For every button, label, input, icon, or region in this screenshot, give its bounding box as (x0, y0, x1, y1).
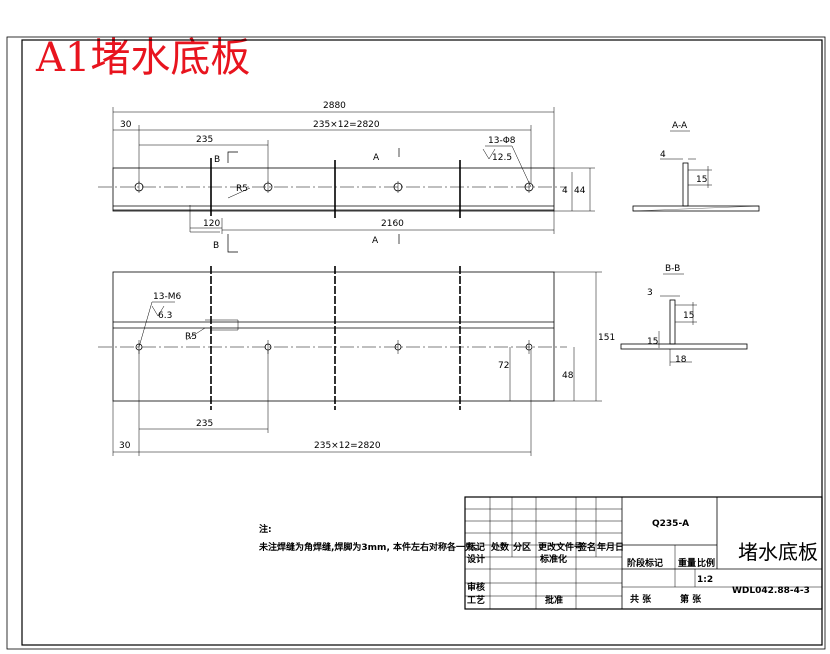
tb-rev-mark: 标记 (466, 541, 485, 553)
bottom-hole-callout: 13-M6 (153, 292, 181, 302)
dim-height-small: 4 (562, 186, 568, 196)
section-aa-thickness: 4 (660, 150, 666, 160)
tb-material: Q235-A (652, 519, 689, 529)
tb-standardize: 标准化 (539, 553, 567, 565)
inner-frame (21, 39, 823, 646)
sheet-label: A1堵水底板 (36, 35, 251, 81)
tb-design: 设计 (467, 553, 485, 565)
top-plate-outline (112, 167, 555, 212)
tb-rev-count: 处数 (490, 541, 510, 553)
outer-frame (6, 36, 826, 650)
bottom-hole-roughness: 6.3 (158, 311, 172, 321)
section-aa-leg: 15 (696, 175, 707, 185)
section-bb: B-B 3 15 15 18 (620, 264, 748, 366)
tb-sheet-no: 第 张 (680, 593, 702, 605)
dim-height-total: 44 (574, 186, 586, 196)
tb-stage-mark: 阶段标记 (627, 557, 663, 569)
section-aa-title: A-A (672, 121, 688, 131)
section-bb-leg: 15 (683, 311, 694, 321)
dim-slot-width: 120 (203, 219, 220, 229)
dim-hole-chain: 235×12=2820 (313, 120, 380, 130)
tb-rev-zone: 分区 (513, 541, 531, 553)
notes-heading: 注: (259, 523, 272, 535)
tb-part-name: 堵水底板 (738, 540, 818, 564)
tb-sheets-total: 共 张 (630, 593, 652, 605)
dim-edge-offset: 30 (120, 120, 132, 130)
title-block: 标记 处数 分区 更改文件号 签名 年月日 设计 标准化 审核 工艺 批准 Q2… (464, 496, 823, 610)
dim-inner-length: 2160 (381, 219, 404, 229)
section-aa: A-A 4 15 (632, 121, 760, 212)
tb-rev-date: 年月日 (597, 541, 624, 553)
dim-first-spacing: 235 (196, 135, 213, 145)
bottom-dim-total-width: 151 (598, 333, 615, 343)
bottom-bend-radius: R5 (185, 332, 197, 342)
section-bb-base-width: 18 (675, 355, 687, 365)
tb-check: 审核 (467, 581, 485, 593)
tb-process: 工艺 (467, 594, 485, 606)
tb-scale-label: 比例 (697, 557, 715, 569)
bottom-dim-half-height: 48 (562, 371, 574, 381)
bottom-dim-first-spacing: 235 (196, 419, 213, 429)
top-view: 2880 30 235×12=2820 235 13-Φ8 12.5 B A R… (98, 101, 595, 253)
bottom-plate-outline (112, 271, 555, 402)
dim-overall-length: 2880 (323, 101, 346, 111)
hole-roughness: 12.5 (492, 153, 512, 163)
bottom-dim-hole-line: 72 (498, 361, 509, 371)
section-mark-b-lower: B (213, 241, 219, 251)
tb-weight: 重量 (678, 557, 696, 569)
section-mark-a-lower: A (372, 236, 379, 246)
hole-callout: 13-Φ8 (488, 136, 516, 146)
tb-scale: 1:2 (697, 575, 713, 585)
bottom-dim-edge-offset: 30 (119, 441, 131, 451)
bend-radius: R5 (236, 184, 248, 194)
tb-drawing-number: WDL042.88-4-3 (732, 586, 810, 596)
section-bb-title: B-B (665, 264, 680, 274)
section-mark-b: B (214, 155, 220, 165)
section-bb-base-height: 15 (647, 337, 658, 347)
section-mark-a: A (373, 153, 380, 163)
bottom-view: 13-M6 6.3 R5 235 30 235×12=2820 72 48 15… (98, 266, 615, 456)
bottom-dim-hole-chain: 235×12=2820 (314, 441, 381, 451)
notes-text: 未注焊缝为角焊缝,焊脚为3mm, 本件左右对称各一只。 (258, 541, 483, 553)
tb-approve: 批准 (545, 594, 563, 606)
section-bb-thickness: 3 (647, 288, 653, 298)
tb-rev-sign: 签名 (577, 541, 596, 553)
tb-rev-doc: 更改文件号 (538, 541, 583, 553)
